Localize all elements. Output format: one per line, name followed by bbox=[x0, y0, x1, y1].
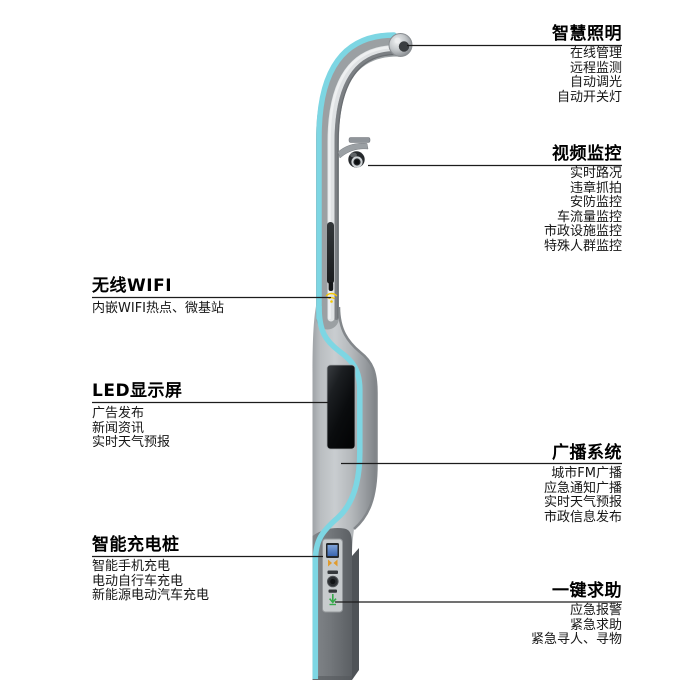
pole-arm-dark-edge bbox=[334, 51, 398, 320]
pole-base-shade bbox=[312, 676, 352, 680]
section-items-smart-lighting: 在线管理 远程监测 自动调光 自动开关灯 bbox=[556, 46, 622, 105]
pole-arm-outer-dark-line bbox=[337, 53, 397, 319]
panel-orange-icon bbox=[328, 559, 338, 567]
section-items-sos: 应急报警 紧急求助 紧急寻人、寻物 bbox=[530, 603, 622, 648]
section-title-video-monitoring: 视频监控 bbox=[552, 144, 622, 164]
section-items-charging: 智能手机充电 电动自行车充电 新能源电动汽车充电 bbox=[92, 559, 210, 604]
feature-item: 应急报警 bbox=[569, 603, 622, 618]
charging-panel bbox=[322, 538, 343, 613]
pole-mid-right-rim bbox=[337, 306, 378, 530]
feature-item: 自动开关灯 bbox=[556, 89, 622, 105]
feature-item: 车流量监控 bbox=[556, 209, 622, 225]
feature-item: 紧急寻人、寻物 bbox=[530, 632, 622, 648]
section-title-smart-lighting: 智慧照明 bbox=[552, 24, 622, 44]
pole-arm-core-highlight bbox=[328, 45, 399, 320]
feature-item: 广告发布 bbox=[92, 406, 145, 421]
section-title-led-screen: LED显示屏 bbox=[92, 381, 183, 401]
feature-item: 远程监测 bbox=[569, 60, 622, 76]
feature-item: 安防监控 bbox=[569, 195, 622, 211]
feature-item: 新闻资讯 bbox=[92, 420, 145, 436]
wifi-icon bbox=[325, 292, 338, 303]
pole-arm-highlight bbox=[327, 45, 401, 322]
section-title-charging: 智能充电桩 bbox=[92, 535, 180, 555]
feature-item: 实时天气预报 bbox=[92, 435, 171, 451]
feature-item: 城市FM广播 bbox=[551, 466, 622, 481]
feature-item: 实时路况 bbox=[569, 166, 622, 181]
accent-stripe-upper bbox=[316, 32, 397, 321]
feature-item: 新能源电动汽车充电 bbox=[92, 588, 210, 604]
section-items-led-screen: 广告发布 新闻资讯 实时天气预报 bbox=[92, 406, 171, 451]
feature-item: 特殊人群监控 bbox=[543, 238, 622, 254]
feature-item: 违章抓拍 bbox=[569, 180, 622, 196]
antenna-slot bbox=[327, 222, 334, 291]
feature-item: 紧急求助 bbox=[569, 617, 622, 633]
section-title-broadcast: 广播系统 bbox=[552, 443, 622, 463]
feature-item: 自动调光 bbox=[569, 75, 622, 91]
feature-item: 智能手机充电 bbox=[92, 559, 171, 574]
panel-label-bar bbox=[327, 570, 338, 574]
feature-item: 实时天气预报 bbox=[543, 495, 622, 511]
accent-stripe-lower bbox=[312, 305, 363, 679]
feature-item: 内嵌WIFI热点、微基站 bbox=[92, 301, 224, 316]
section-items-broadcast: 城市FM广播 应急通知广播 实时天气预报 市政信息发布 bbox=[543, 466, 622, 525]
feature-item: 市政设施监控 bbox=[543, 224, 622, 240]
help-button-icon bbox=[328, 594, 337, 606]
panel-lower-bar bbox=[328, 589, 337, 593]
camera-icon bbox=[337, 137, 371, 168]
section-items-wifi: 内嵌WIFI热点、微基站 bbox=[92, 301, 224, 317]
lamp-head-icon bbox=[388, 33, 413, 57]
feature-item: 应急通知广播 bbox=[543, 480, 622, 496]
led-screen bbox=[326, 364, 356, 450]
panel-round-button bbox=[327, 575, 339, 588]
pole-lower-side-face bbox=[352, 548, 359, 680]
feature-item: 在线管理 bbox=[569, 46, 622, 61]
section-items-video-monitoring: 实时路况 违章抓拍 安防监控 车流量监控 市政设施监控 特殊人群监控 bbox=[543, 166, 622, 255]
feature-item: 市政信息发布 bbox=[543, 509, 622, 525]
section-title-wifi: 无线WIFI bbox=[92, 276, 173, 296]
feature-item: 电动自行车充电 bbox=[92, 573, 184, 589]
section-title-sos: 一键求助 bbox=[552, 581, 622, 601]
